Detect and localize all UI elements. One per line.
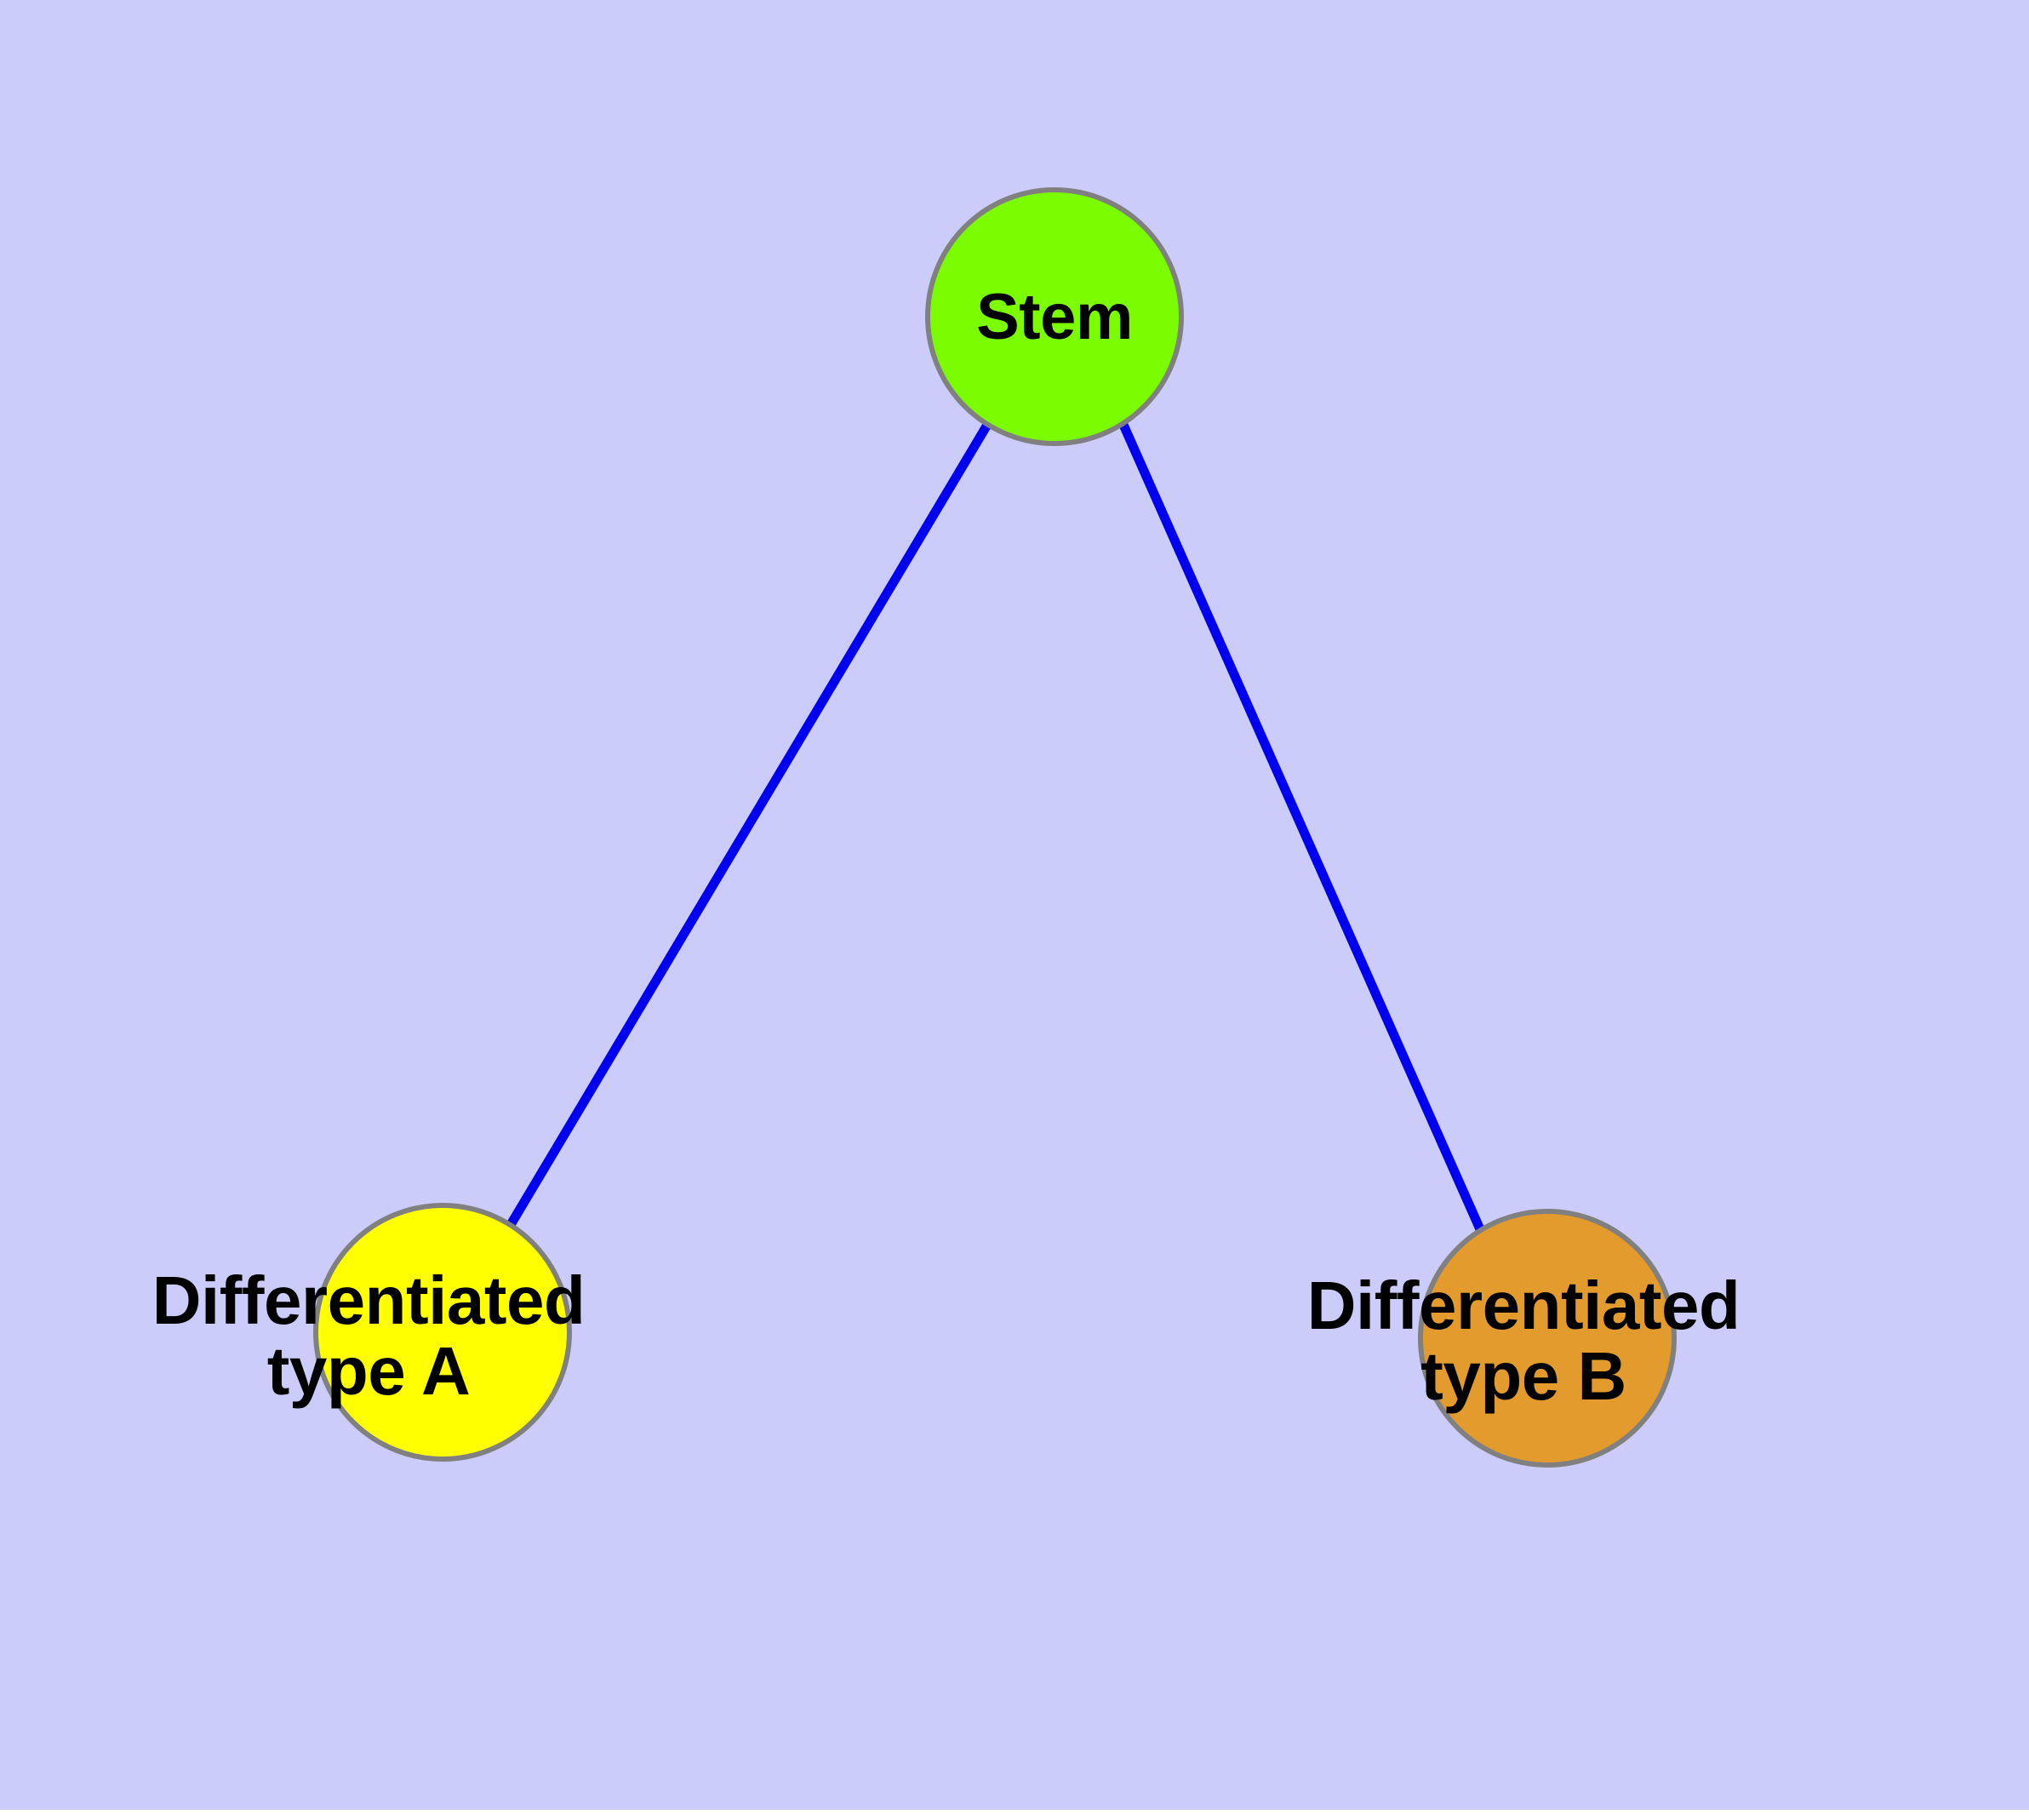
edge-stem-to-diff-b: [1118, 422, 1485, 1232]
node-stem[interactable]: [925, 187, 1184, 446]
node-layer: [313, 187, 1677, 1468]
node-diff-a[interactable]: [313, 1203, 572, 1462]
node-diff-b[interactable]: [1418, 1209, 1677, 1468]
edge-layer: [507, 422, 1485, 1232]
edge-stem-to-diff-a: [507, 422, 992, 1226]
